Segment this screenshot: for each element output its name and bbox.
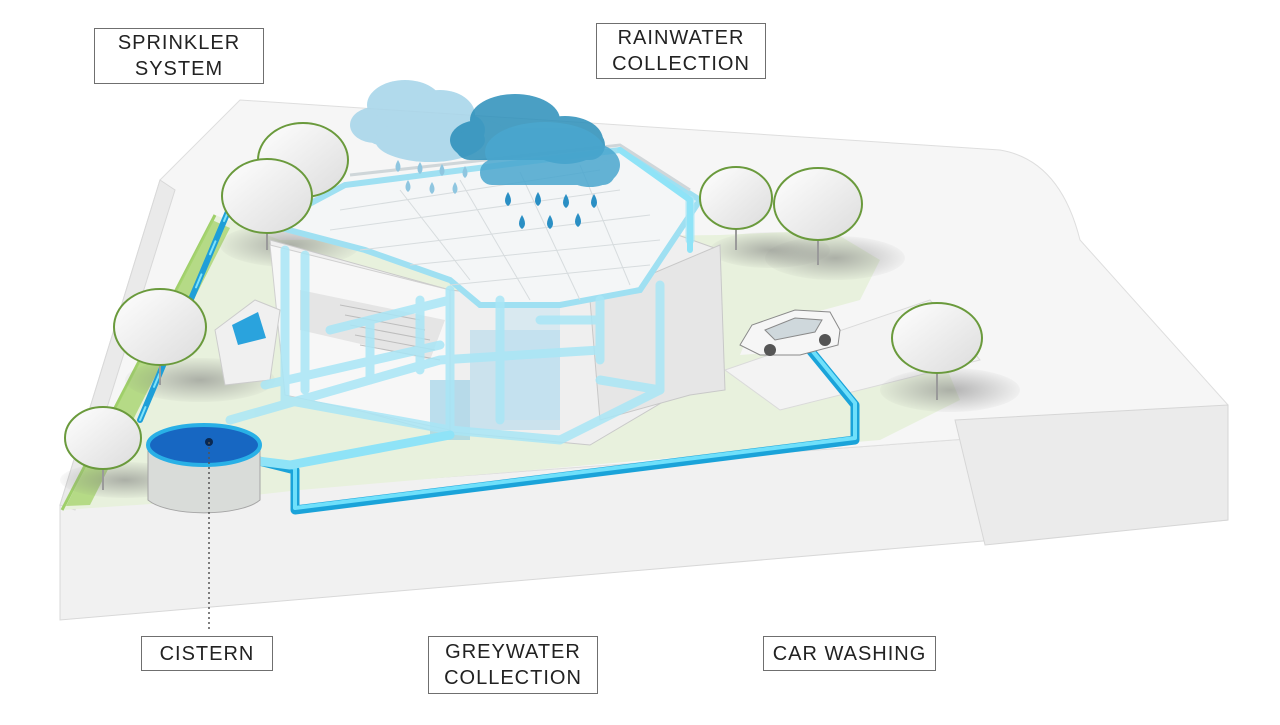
label-rainwater-line-2: COLLECTION — [612, 53, 750, 75]
car — [739, 309, 841, 356]
label-cistern: CISTERN — [141, 636, 273, 671]
label-car-washing: CAR WASHING — [763, 636, 936, 671]
tree — [221, 158, 313, 250]
cistern-tank — [146, 423, 262, 632]
tree — [64, 406, 142, 490]
tree — [891, 302, 983, 400]
label-rainwater-collection: RAINWATER COLLECTION — [596, 23, 766, 79]
label-sprinkler-system: SPRINKLER SYSTEM — [94, 28, 264, 84]
tree — [113, 288, 207, 385]
label-cistern-text: CISTERN — [159, 642, 255, 665]
rain-drops — [395, 160, 597, 229]
pool — [232, 312, 266, 345]
label-sprinkler-line-1: SPRINKLER — [117, 32, 241, 54]
label-sprinkler-line-2: SYSTEM — [134, 58, 224, 80]
label-greywater-collection: GREYWATER COLLECTION — [428, 636, 598, 694]
tree — [773, 167, 863, 265]
label-rainwater-line-1: RAINWATER — [617, 27, 745, 49]
label-car-washing-text: CAR WASHING — [772, 642, 927, 665]
cloud-front — [480, 122, 620, 187]
label-greywater-line-2: COLLECTION — [444, 667, 582, 689]
rain-clouds — [350, 80, 620, 187]
label-greywater-line-1: GREYWATER — [445, 641, 581, 663]
trees — [64, 122, 983, 490]
tree — [699, 166, 773, 250]
